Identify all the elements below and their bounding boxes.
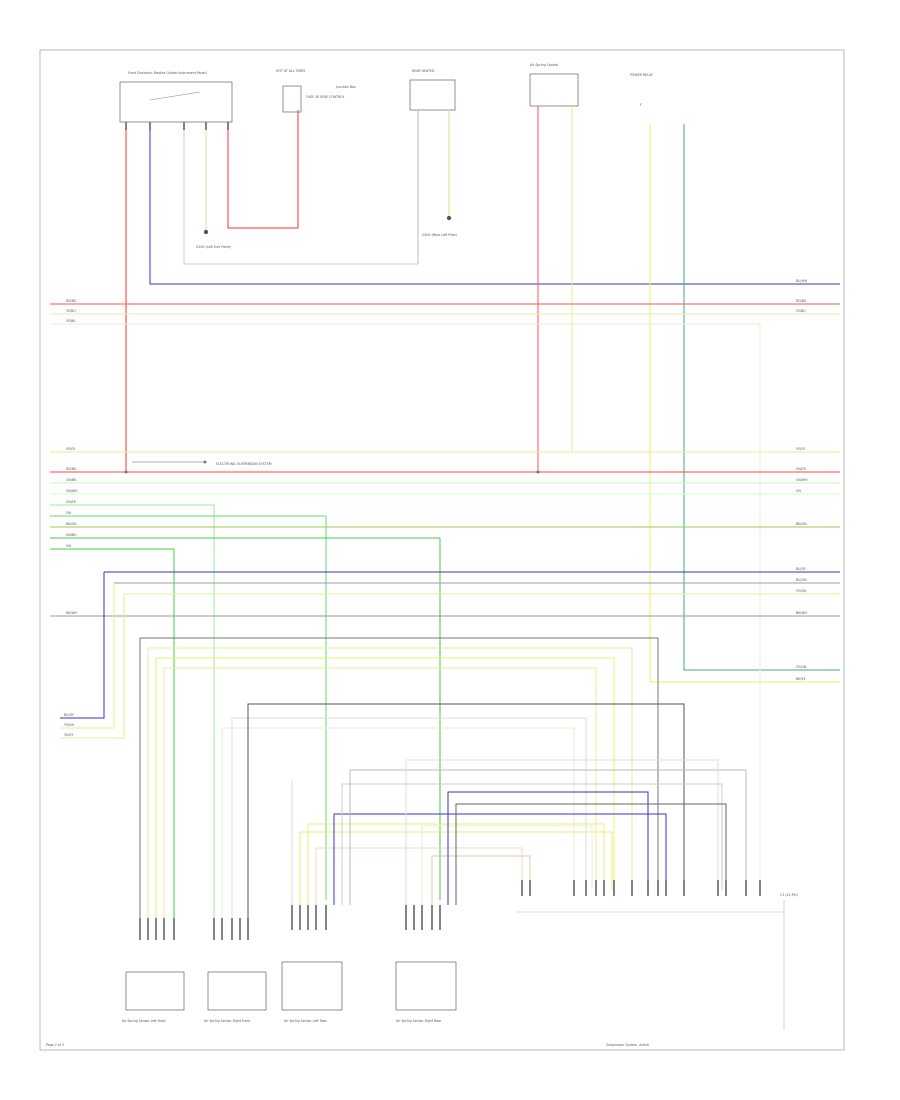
wire-label-ye-bu: YE/BU	[66, 309, 76, 313]
air-spring-sensor-left-front: Air Spring Sensor Left Front	[122, 971, 185, 1023]
wire-label-gn-2: GN	[66, 544, 71, 548]
air-spring-sensor-left-rear: Air Spring Sensor Left Rear	[281, 961, 343, 1023]
wire-label-ye-bk: YE/BK	[66, 319, 76, 323]
wire-blue-top	[149, 130, 840, 285]
wire-gray-module	[183, 130, 418, 265]
wire-label-bk-wh: BK/WH	[66, 611, 78, 615]
wire-label-rd-bu-2: RD/BU	[66, 467, 77, 471]
wire-label-ye-bu-r: YE/BU	[796, 309, 806, 313]
junction-box-fuse: HOT AT ALL TIMES FUSE 40 RIDE CONTROL Ju…	[276, 69, 356, 113]
left-lower-wires	[60, 572, 125, 739]
power-relay-component: POWER RELAY F	[630, 73, 653, 107]
junction-box-label: Junction Box	[335, 85, 356, 89]
sensor-connector-pins	[139, 905, 441, 940]
sensor-lf-label: Air Spring Sensor Left Front	[122, 1019, 166, 1023]
wire-label-ye-gy-r: YE/GY	[796, 447, 805, 451]
wire-label-ye-gn: YE/GN	[64, 723, 75, 727]
wire-teal-relay	[683, 124, 840, 671]
footer-center: Suspension System, Active	[606, 1043, 649, 1047]
top-wires	[125, 106, 840, 683]
ground-point-icon	[446, 215, 452, 221]
rear-heated-component: REAR HEATED G400 (Rear Left Pillar)	[409, 69, 457, 237]
system-title: ELECTRONIC SUSPENSION SYSTEM	[216, 462, 272, 466]
diagram-frame	[39, 49, 845, 1051]
wire-label-rd-bu: RD/BU	[66, 299, 77, 303]
rear-heated-ground-label: G400 (Rear Left Pillar)	[422, 233, 457, 237]
relay-pin-label: F	[640, 103, 642, 107]
wire-label-gn-ye-r: GN/YE	[796, 467, 806, 471]
footer-left: Page 2 of 3	[46, 1043, 64, 1047]
wire-label-bu-wh: BU/WH	[796, 279, 808, 283]
wire-labels-right: BU/WH RD/BU YE/BU YE/GY GN/YE GN/WH GN B…	[796, 279, 808, 681]
wire-label-bu-gy-r: BU/GY	[796, 567, 806, 571]
wire-label-gy-gn-r: GY/GN	[796, 665, 807, 669]
wire-label-bn-gn-r: BN/GN	[796, 522, 807, 526]
wire-label-bu-gy: BU/GY	[64, 713, 74, 717]
wire-label-gn-wh-r: GN/WH	[796, 478, 808, 482]
sensor-lr-label: Air Spring Sensor Left Rear	[284, 1019, 328, 1023]
wire-label-ye-gn-r: YE/GN	[796, 589, 807, 593]
power-relay-label: POWER RELAY	[630, 73, 653, 77]
sensor-rf-label: Air Spring Sensor Right Front	[204, 1019, 251, 1023]
bus-wires	[50, 303, 840, 920]
control-module-connector: C1 (22-Pin)	[516, 893, 798, 1030]
wire-label-gn-bk: GN/BK	[66, 478, 77, 482]
wire-yellow-relay	[649, 124, 840, 683]
rear-heated-label: REAR HEATED	[412, 69, 435, 73]
wire-label-gn-ye: GN/YE	[66, 500, 76, 504]
fuse-ride-control-label: FUSE 40 RIDE CONTROL	[306, 95, 345, 99]
air-spring-control-component: Air Spring Control	[529, 63, 579, 107]
air-spring-sensor-right-rear: Air Spring Sensor Right Rear	[395, 961, 457, 1023]
front-electronic-module-label: Front Electronic Module (Under Instrumen…	[128, 71, 207, 75]
wire-label-bn-ye-r: BN/YE	[796, 677, 806, 681]
wire-label-rd-bu-r: RD/BU	[796, 299, 807, 303]
wire-label-gn: GN	[66, 511, 71, 515]
wire-label-ye-gy: YE/GY	[66, 447, 75, 451]
wire-label-gn-r: GN	[796, 489, 801, 493]
wire-label-bk-wh-r: BK/WH	[796, 611, 808, 615]
hot-at-all-times-label: HOT AT ALL TIMES	[276, 69, 305, 73]
sensor-rr-label: Air Spring Sensor Right Rear	[396, 1019, 442, 1023]
system-callout: ELECTRONIC SUSPENSION SYSTEM	[124, 460, 540, 474]
wire-label-bn-gn: BN/GN	[66, 522, 77, 526]
wire-label-gn-bu: GN/BU	[66, 533, 77, 537]
wire-label-ye-gy-2: YE/GY	[64, 733, 73, 737]
air-spring-control-label: Air Spring Control	[530, 63, 558, 67]
lower-wires	[139, 637, 747, 920]
g200-ground: G200 (Left Kick Panel)	[196, 229, 231, 249]
control-module-pins	[521, 880, 761, 896]
ground-point-icon	[203, 229, 209, 235]
g200-label: G200 (Left Kick Panel)	[196, 245, 231, 249]
wire-labels-left: RD/BU YE/BU YE/BK YE/GY RD/BU GN/BK GN/W…	[64, 299, 78, 737]
front-electronic-module: Front Electronic Module (Under Instrumen…	[119, 71, 233, 130]
wire-label-bu-gn-r: BU/GN	[796, 578, 807, 582]
module-connector-label: C1 (22-Pin)	[780, 893, 798, 897]
wire-label-gn-wh: GN/WH	[66, 489, 78, 493]
wire-red-fuse	[227, 110, 299, 229]
air-spring-sensor-right-front: Air Spring Sensor Right Front	[204, 971, 267, 1023]
